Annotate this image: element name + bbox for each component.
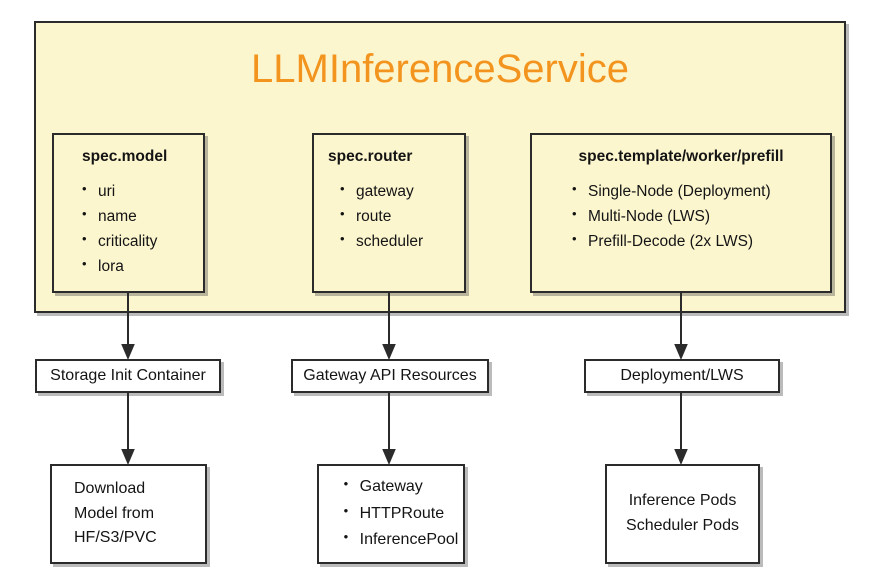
- list-item: name: [80, 203, 203, 229]
- spec-model-box: spec.model uri name criticality lora: [52, 133, 205, 293]
- download-model-box: Download Model from HF/S3/PVC: [50, 464, 207, 564]
- spec-template-title: spec.template/worker/prefill: [578, 148, 784, 165]
- download-model-line-2: Model from: [74, 504, 155, 522]
- list-item: Gateway: [342, 473, 459, 500]
- list-item: Prefill-Decode (2x LWS): [570, 228, 830, 254]
- gateway-resources-box: Gateway HTTPRoute InferencePool: [317, 464, 465, 564]
- gateway-api-resources-box: Gateway API Resources: [291, 359, 489, 393]
- list-item: uri: [80, 178, 203, 204]
- download-model-line-3: HF/S3/PVC: [74, 529, 157, 547]
- deployment-lws-box: Deployment/LWS: [584, 359, 780, 393]
- inference-pods-line-1: Inference Pods: [628, 492, 737, 510]
- inference-pods-box: Inference Pods Scheduler Pods: [605, 464, 760, 564]
- gateway-resources-list: Gateway HTTPRoute InferencePool: [324, 473, 459, 553]
- list-item: InferencePool: [342, 526, 459, 553]
- list-item: Single-Node (Deployment): [570, 178, 830, 204]
- download-model-label: Download Model from HF/S3/PVC: [52, 477, 205, 551]
- spec-router-title: spec.router: [328, 148, 413, 165]
- list-item: lora: [80, 253, 203, 279]
- inference-pods-line-2: Scheduler Pods: [626, 517, 739, 534]
- spec-template-worker-prefill-box: spec.template/worker/prefill Single-Node…: [530, 133, 832, 293]
- list-item: criticality: [80, 228, 203, 254]
- download-model-line-1: Download: [74, 479, 146, 497]
- gateway-api-resources-label: Gateway API Resources: [303, 367, 477, 385]
- list-item: HTTPRoute: [342, 500, 459, 527]
- deployment-lws-label: Deployment/LWS: [620, 367, 744, 385]
- list-item: Multi-Node (LWS): [570, 203, 830, 229]
- inference-pods-label: Inference Pods Scheduler Pods: [618, 489, 747, 539]
- storage-init-container-label: Storage Init Container: [50, 367, 206, 385]
- spec-router-box: spec.router gateway route scheduler: [312, 133, 466, 293]
- list-item: gateway: [338, 178, 464, 204]
- storage-init-container-box: Storage Init Container: [35, 359, 221, 393]
- spec-model-title: spec.model: [82, 148, 168, 165]
- page-title: LLMInferenceService: [251, 47, 629, 91]
- spec-model-list: uri name criticality lora: [80, 178, 203, 279]
- spec-router-list: gateway route scheduler: [338, 178, 464, 254]
- spec-template-list: Single-Node (Deployment) Multi-Node (LWS…: [570, 178, 830, 254]
- list-item: route: [338, 203, 464, 229]
- list-item: scheduler: [338, 228, 464, 254]
